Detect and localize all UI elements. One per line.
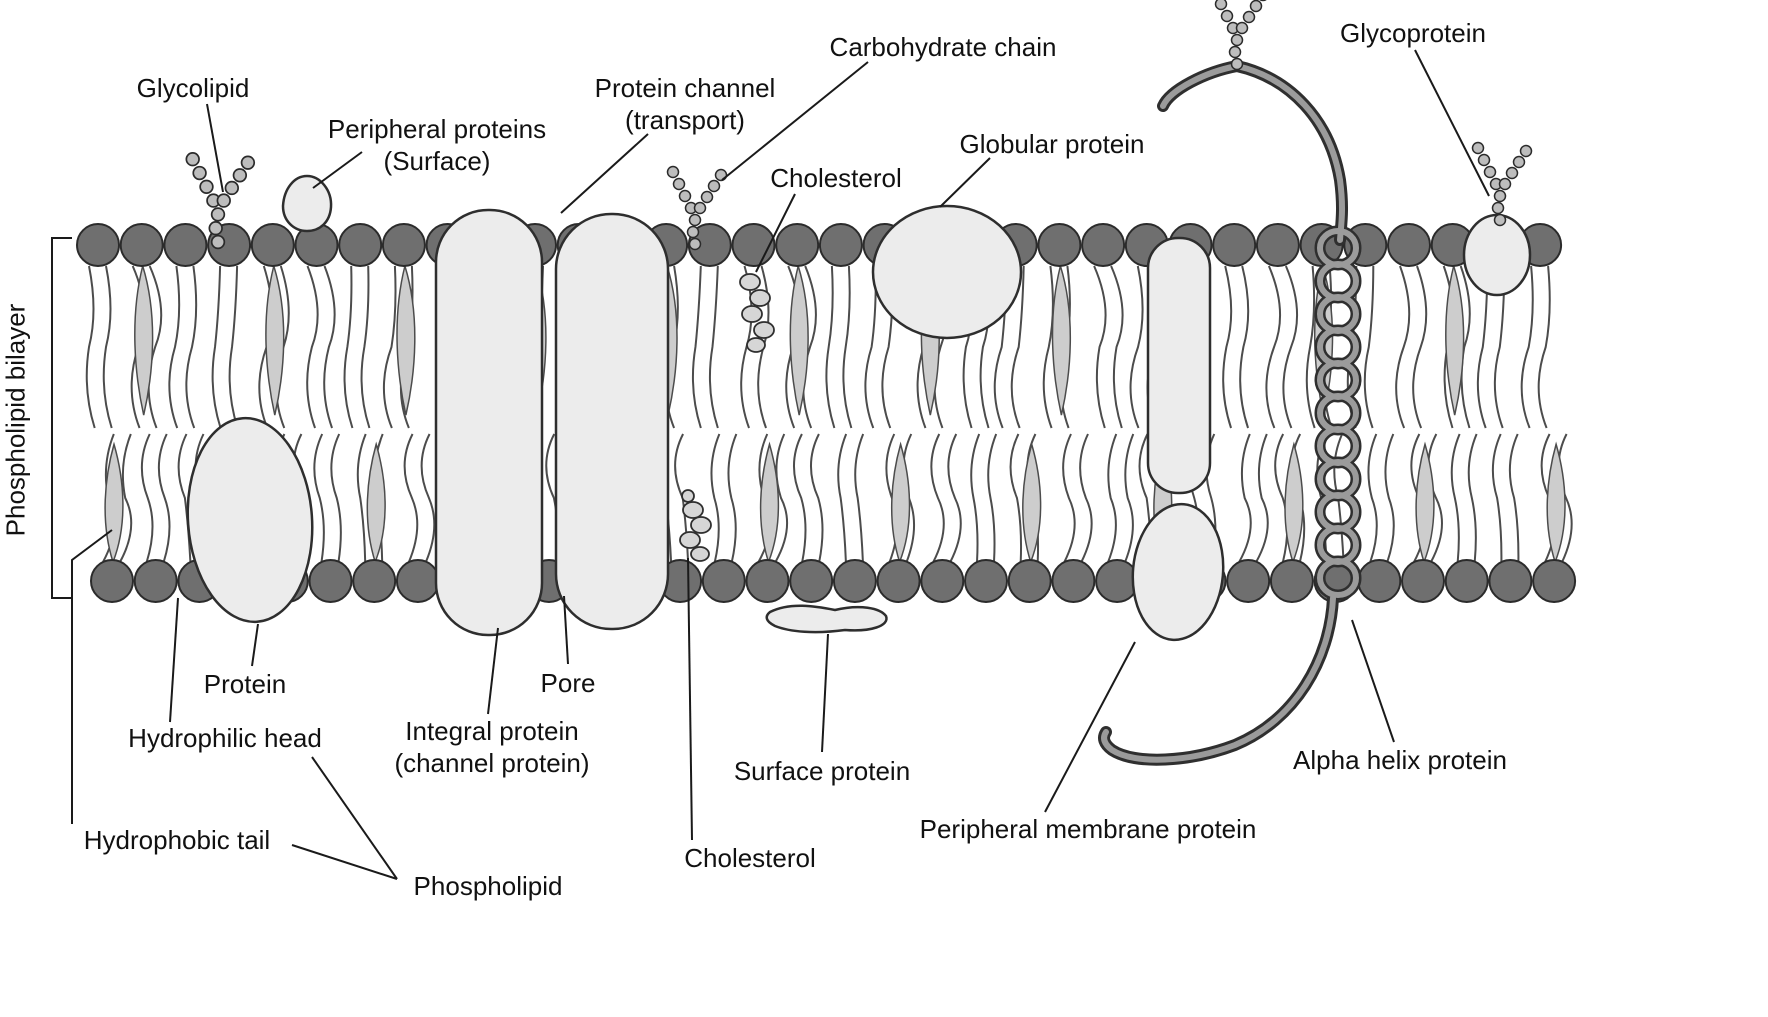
cholesterol-bottom-cluster [679,489,712,562]
leader-protein [251,623,259,667]
leader-integral-protein [487,627,499,715]
leader-lines [51,49,1490,880]
label-peripheral-proteins-line1: Peripheral proteins [327,114,547,144]
peripheral-surface-protein-blob [281,174,333,233]
label-cholesterol-top: Cholesterol [770,163,902,193]
cholesterol-top-cluster [739,273,775,353]
surface-protein-blob [765,604,888,634]
integral-protein-right-lobe [554,212,670,631]
label-phospholipid: Phospholipid [413,871,563,901]
leader-surface-protein [821,633,829,753]
label-peripheral-proteins: Peripheral proteins (Surface) [328,114,546,177]
leader-phospholipid-a [311,756,398,880]
label-surface-protein: Surface protein [733,756,911,786]
label-peripheral-membrane-protein: Peripheral membrane protein [919,814,1257,844]
bilayer-bracket [51,237,72,599]
leader-phospholipid-b [291,844,398,880]
leader-glycolipid [206,103,224,193]
protein-blobs [186,174,1532,642]
label-protein: Protein [203,669,287,699]
label-protein-channel: Protein channel (transport) [595,73,776,136]
label-protein-channel-line2: (transport) [625,104,745,135]
leader-glycoprotein [1414,49,1490,197]
leader-hydrophobic-tail [71,529,113,824]
globular-protein-blob [871,204,1023,340]
leader-alpha-helix-protein [1351,619,1395,743]
leader-carbohydrate-chain [721,61,869,181]
label-alpha-helix-protein: Alpha helix protein [1293,745,1507,775]
label-cholesterol-bottom: Cholesterol [684,843,816,873]
leader-cholesterol-top [755,193,796,273]
label-carbohydrate-chain: Carbohydrate chain [829,32,1057,62]
label-globular-protein: Globular protein [959,129,1145,159]
label-glycoprotein: Glycoprotein [1340,18,1486,48]
label-pore: Pore [540,668,596,698]
peripheral-membrane-protein-blob [1131,502,1225,642]
label-glycolipid: Glycolipid [136,73,250,103]
label-peripheral-proteins-line2: (Surface) [383,145,491,176]
glycoprotein-blob [1462,213,1532,297]
leader-hydrophilic-head [169,597,179,723]
leader-cholesterol-bottom [687,557,693,841]
label-hydrophilic-head: Hydrophilic head [128,723,322,753]
leader-protein-channel [560,133,649,214]
label-integral-protein-line2: (channel protein) [394,747,590,778]
label-protein-channel-line1: Protein channel [594,73,776,103]
label-phospholipid-bilayer: Phospholipid bilayer [0,303,31,537]
carbohydrate-chains [185,0,1533,251]
protein-blob [186,416,314,624]
membrane-protein-blob [1146,236,1212,495]
label-integral-protein: Integral protein (channel protein) [394,716,589,779]
label-integral-protein-line1: Integral protein [405,716,579,746]
leader-peripheral-proteins [312,151,363,189]
leader-pore [563,595,569,665]
alpha-helix-coil [1314,225,1362,601]
leader-globular-protein [939,157,991,208]
alpha-helix-protein-shape [1098,59,1362,766]
integral-protein-left-lobe [434,208,544,637]
leader-peripheral-membrane-protein [1044,641,1136,813]
label-hydrophobic-tail: Hydrophobic tail [83,825,271,855]
